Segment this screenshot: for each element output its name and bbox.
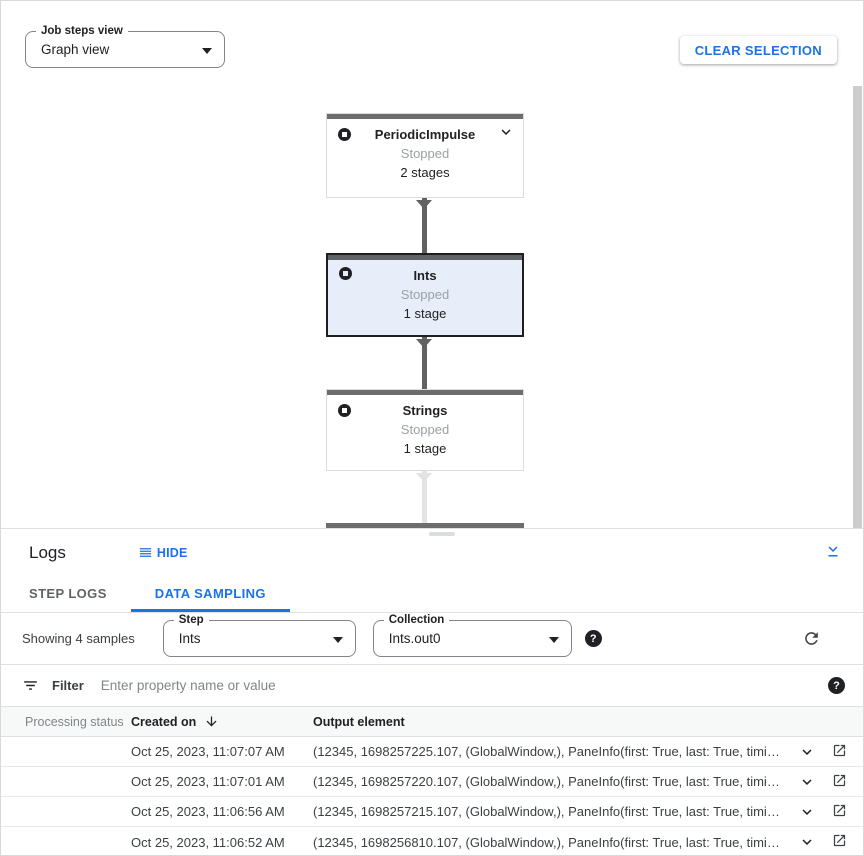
- dropdown-caret-icon: [202, 47, 212, 54]
- job-steps-view-label: Job steps view: [36, 24, 128, 38]
- node-stages: 2 stages: [400, 165, 450, 180]
- job-steps-view-select[interactable]: Job steps view Graph view: [25, 24, 225, 68]
- expand-row-icon[interactable]: [791, 833, 823, 851]
- node-title: Strings: [402, 403, 448, 418]
- stop-circle-icon: [339, 267, 352, 280]
- graph-edge: [416, 198, 432, 253]
- refresh-icon[interactable]: [801, 629, 821, 649]
- node-top-bar: [327, 390, 523, 395]
- stop-circle-icon: [338, 128, 351, 141]
- column-created-on[interactable]: Created on: [131, 714, 313, 729]
- collection-select[interactable]: Collection Ints.out0: [372, 613, 572, 657]
- sort-descending-icon[interactable]: [204, 714, 219, 729]
- filter-bar: Filter ?: [1, 665, 863, 707]
- graph-node-strings[interactable]: Strings Stopped 1 stage: [326, 389, 524, 471]
- column-output-element: Output element: [313, 714, 405, 729]
- reorder-lines-icon: [139, 548, 151, 557]
- open-in-new-icon[interactable]: [823, 833, 855, 851]
- table-row: Oct 25, 2023, 11:07:01 AM (12345, 169825…: [1, 767, 863, 797]
- filter-input[interactable]: [100, 678, 828, 693]
- dropdown-caret-icon: [548, 636, 559, 643]
- sampling-controls: Showing 4 samples Step Ints Collection I…: [1, 613, 863, 665]
- dropdown-caret-icon: [332, 636, 343, 643]
- clipped-node-top-bar: [326, 523, 524, 528]
- open-in-new-icon[interactable]: [823, 773, 855, 791]
- expand-row-icon[interactable]: [791, 803, 823, 821]
- step-select[interactable]: Step Ints: [162, 613, 356, 657]
- collection-select-value: Ints.out0: [388, 631, 441, 646]
- chevron-down-icon[interactable]: [497, 123, 515, 141]
- collection-help-icon[interactable]: ?: [584, 630, 602, 647]
- logs-panel: Logs HIDE STEP LOGS DATA SAMPLING Showin…: [1, 528, 863, 855]
- expand-row-icon[interactable]: [791, 743, 823, 761]
- node-status: Stopped: [400, 146, 450, 161]
- graph-canvas[interactable]: Job steps view Graph view CLEAR SELECTIO…: [1, 1, 863, 528]
- open-in-new-icon[interactable]: [823, 803, 855, 821]
- node-top-bar: [327, 114, 523, 119]
- table-row: Oct 25, 2023, 11:06:52 AM (12345, 169825…: [1, 827, 863, 855]
- created-on-cell: Oct 25, 2023, 11:07:01 AM: [131, 774, 285, 789]
- output-element-cell: (12345, 1698257225.107, (GlobalWindow,),…: [313, 744, 787, 759]
- step-select-value: Ints: [178, 631, 201, 646]
- output-element-cell: (12345, 1698256810.107, (GlobalWindow,),…: [313, 834, 787, 850]
- clear-selection-button[interactable]: CLEAR SELECTION: [679, 36, 837, 64]
- table-header: Processing status Created on Output elem…: [1, 707, 863, 737]
- output-element-cell: (12345, 1698257215.107, (GlobalWindow,),…: [313, 804, 787, 819]
- hide-logs-button[interactable]: HIDE: [138, 545, 188, 560]
- node-status: Stopped: [400, 287, 450, 302]
- collapse-panel-icon[interactable]: [823, 543, 843, 563]
- table-row: Oct 25, 2023, 11:07:07 AM (12345, 169825…: [1, 737, 863, 767]
- stop-circle-icon: [338, 404, 351, 417]
- node-stages: 1 stage: [403, 306, 447, 321]
- column-processing-status: Processing status: [25, 714, 124, 729]
- logs-panel-title: Logs: [29, 542, 66, 562]
- panel-resize-handle[interactable]: [429, 532, 455, 536]
- hide-label: HIDE: [156, 545, 188, 560]
- node-top-bar: [328, 255, 522, 260]
- graph-edge: [416, 471, 432, 523]
- node-title: PeriodicImpulse: [374, 127, 476, 142]
- logs-header: Logs HIDE: [1, 529, 863, 576]
- collection-select-label: Collection: [383, 613, 450, 627]
- created-on-cell: Oct 25, 2023, 11:06:52 AM: [131, 834, 285, 850]
- created-on-cell: Oct 25, 2023, 11:07:07 AM: [131, 744, 285, 759]
- sample-count-text: Showing 4 samples: [22, 631, 135, 646]
- filter-help-icon[interactable]: ?: [828, 677, 845, 694]
- open-in-new-icon[interactable]: [823, 743, 855, 761]
- graph-node-periodicimpulse[interactable]: PeriodicImpulse Stopped 2 stages: [326, 113, 524, 198]
- graph-vertical-scrollbar[interactable]: [853, 86, 862, 528]
- graph-node-ints[interactable]: Ints Stopped 1 stage: [326, 253, 524, 337]
- filter-list-icon: [24, 681, 37, 690]
- table-row: Oct 25, 2023, 11:06:56 AM (12345, 169825…: [1, 797, 863, 827]
- node-status: Stopped: [400, 422, 450, 437]
- graph-edge: [416, 337, 432, 389]
- job-steps-view-value: Graph view: [41, 42, 110, 57]
- step-select-label: Step: [173, 613, 209, 627]
- output-element-cell: (12345, 1698257220.107, (GlobalWindow,),…: [313, 774, 787, 789]
- expand-row-icon[interactable]: [791, 773, 823, 791]
- filter-label: Filter: [52, 678, 84, 693]
- node-title: Ints: [413, 268, 437, 283]
- tab-step-logs[interactable]: STEP LOGS: [29, 586, 107, 601]
- tab-data-sampling[interactable]: DATA SAMPLING: [131, 576, 290, 612]
- created-on-cell: Oct 25, 2023, 11:06:56 AM: [131, 804, 285, 819]
- node-stages: 1 stage: [403, 441, 447, 456]
- logs-tabs: STEP LOGS DATA SAMPLING: [1, 576, 863, 613]
